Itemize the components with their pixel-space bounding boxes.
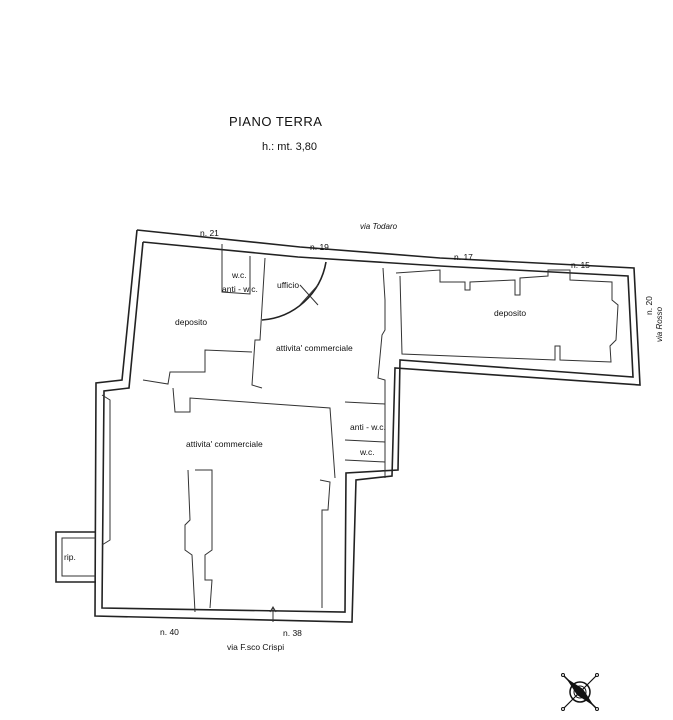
room-antiwc-bottom: anti - w.c. [350,422,386,432]
house-number-17: n. 17 [454,252,473,262]
house-number-21: n. 21 [200,228,219,238]
height-note: h.: mt. 3,80 [262,141,317,153]
room-ufficio: ufficio [277,280,299,290]
street-via-crispi: via F.sco Crispi [227,642,284,652]
house-number-19: n. 19 [310,242,329,252]
room-attivita-top: attivita' commerciale [276,343,353,353]
room-deposito-right: deposito [494,308,526,318]
compass-rose-icon [561,673,599,711]
room-rip: rip. [64,552,76,562]
room-antiwc-top: anti - w.c. [222,284,258,294]
plan-title: PIANO TERRA [229,114,322,129]
street-via-todaro: via Todaro [360,222,398,231]
room-deposito-left: deposito [175,317,207,327]
house-number-15: n. 15 [571,260,590,270]
house-number-40: n. 40 [160,627,179,637]
outer-walls [55,229,641,623]
room-wc-top: w.c. [231,270,247,280]
room-attivita-main: attivita' commerciale [186,439,263,449]
house-number-38: n. 38 [283,628,302,638]
house-number-20: n. 20 [644,296,654,315]
street-via-rosso: via Rosso [655,306,664,342]
room-wc-bottom: w.c. [359,447,375,457]
